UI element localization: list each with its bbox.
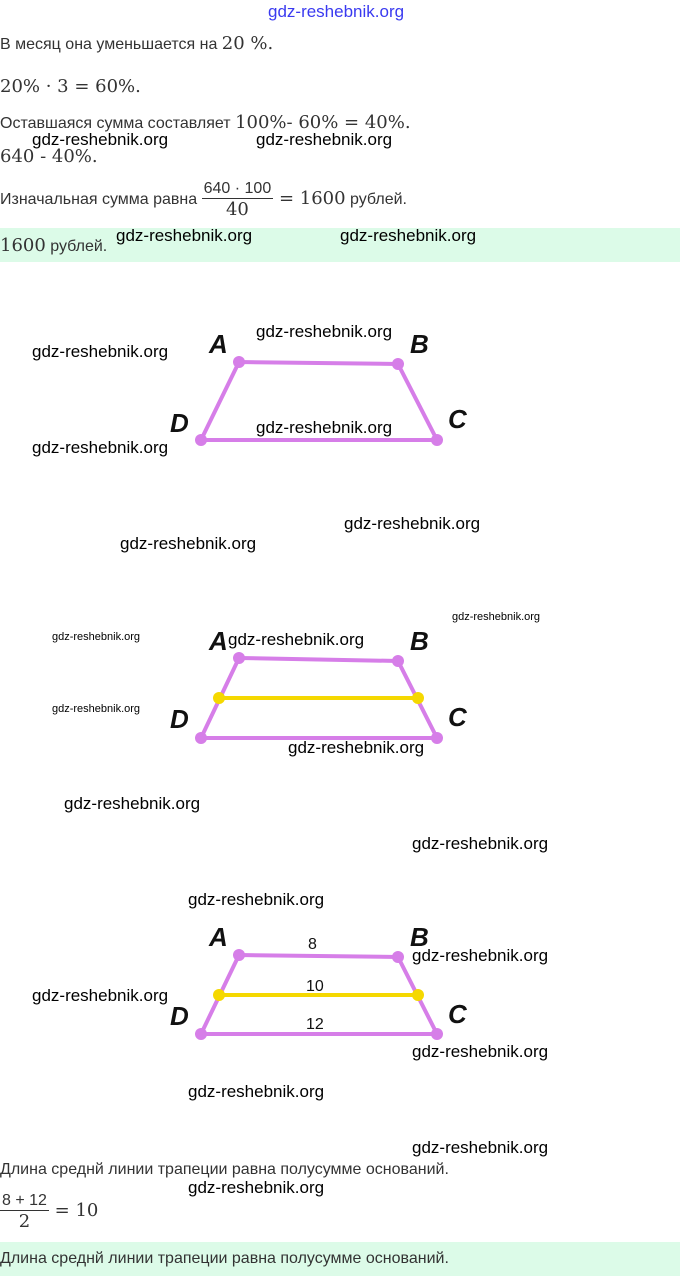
text: рублей. bbox=[45, 238, 108, 255]
vertex-label-a: A bbox=[208, 626, 228, 656]
vertex-label-b: B bbox=[410, 626, 429, 656]
trapezoid-figure-1: A B D C bbox=[170, 329, 468, 446]
watermark: gdz-reshebnik.org bbox=[344, 514, 481, 533]
midline-length: 10 bbox=[306, 978, 324, 995]
text: В месяц она уменьшается на bbox=[0, 36, 222, 53]
watermark: gdz-reshebnik.org bbox=[32, 342, 169, 361]
watermark: gdz-reshebnik.org bbox=[228, 630, 365, 649]
bottom-base-length: 12 bbox=[306, 1016, 324, 1033]
text-line-3: Оставшаяся сумма составляет 100%- 60% = … bbox=[0, 112, 411, 133]
answer-box-1 bbox=[0, 228, 680, 262]
text: рублей. bbox=[345, 191, 407, 209]
text-line-6: Длина среднй линии трапеции равна полусу… bbox=[0, 1161, 449, 1178]
vertex-label-b: B bbox=[410, 922, 429, 952]
watermark: gdz-reshebnik.org bbox=[116, 226, 253, 245]
math-line-2: 20% · 3 = 60%. bbox=[0, 76, 141, 97]
watermark: gdz-reshebnik.org bbox=[32, 438, 169, 457]
vertex-label-c: C bbox=[448, 999, 468, 1029]
answer-1: 1600 рублей. bbox=[0, 235, 107, 256]
numerator: 8 + 12 bbox=[0, 1192, 49, 1211]
answer-2: Длина среднй линии трапеции равна полусу… bbox=[0, 1250, 449, 1267]
watermark: gdz-reshebnik.org bbox=[452, 611, 541, 623]
watermark: gdz-reshebnik.org bbox=[188, 890, 325, 909]
text: Оставшаяся сумма составляет bbox=[0, 115, 236, 132]
answer-box-2 bbox=[0, 1242, 680, 1276]
watermark: gdz-reshebnik.org bbox=[52, 631, 141, 643]
vertex-label-a: A bbox=[208, 329, 228, 359]
vertex-label-b: B bbox=[410, 329, 429, 359]
watermark: gdz-reshebnik.org bbox=[412, 946, 549, 965]
vertex-label-c: C bbox=[448, 702, 468, 732]
numerator: 640 · 100 bbox=[201, 180, 274, 199]
math: 100%- 60% = 40%. bbox=[235, 112, 411, 133]
watermark: gdz-reshebnik.org bbox=[188, 1082, 325, 1101]
watermark: gdz-reshebnik.org bbox=[52, 703, 141, 715]
vertex-label-d: D bbox=[170, 1001, 189, 1031]
top-base-length: 8 bbox=[308, 936, 317, 953]
math-line-4: 640 - 40%. bbox=[0, 146, 98, 167]
math: 20 %. bbox=[221, 33, 274, 54]
watermark: gdz-reshebnik.org bbox=[256, 322, 393, 341]
watermark: gdz-reshebnik.org bbox=[64, 794, 201, 813]
math: 1600 bbox=[0, 235, 46, 256]
text-line-1: В месяц она уменьшается на 20 %. bbox=[0, 33, 273, 54]
math: = 1600 bbox=[273, 188, 346, 210]
text: Изначальная сумма равна bbox=[0, 191, 202, 209]
header-watermark-link[interactable]: gdz-reshebnik.org bbox=[268, 2, 405, 21]
watermark: gdz-reshebnik.org bbox=[32, 130, 169, 149]
watermark: gdz-reshebnik.org bbox=[412, 1042, 549, 1061]
trapezoid-figure-3: A B D C 8 10 12 bbox=[170, 922, 468, 1040]
trapezoid-figure-2: A B D C bbox=[170, 626, 468, 744]
denominator: 40 bbox=[225, 199, 249, 220]
watermark: gdz-reshebnik.org bbox=[32, 986, 169, 1005]
vertex-label-a: A bbox=[208, 922, 228, 952]
math: = 10 bbox=[48, 1200, 99, 1222]
watermark: gdz-reshebnik.org bbox=[412, 834, 549, 853]
watermark: gdz-reshebnik.org bbox=[340, 226, 477, 245]
watermark: gdz-reshebnik.org bbox=[256, 130, 393, 149]
watermark: gdz-reshebnik.org bbox=[188, 1178, 325, 1197]
denominator: 2 bbox=[18, 1211, 31, 1232]
watermark: gdz-reshebnik.org bbox=[120, 534, 257, 553]
watermark: gdz-reshebnik.org bbox=[288, 738, 425, 757]
vertex-label-c: C bbox=[448, 404, 468, 434]
watermark: gdz-reshebnik.org bbox=[412, 1138, 549, 1157]
vertex-label-d: D bbox=[170, 704, 189, 734]
watermark: gdz-reshebnik.org bbox=[256, 418, 393, 437]
vertex-label-d: D bbox=[170, 408, 189, 438]
